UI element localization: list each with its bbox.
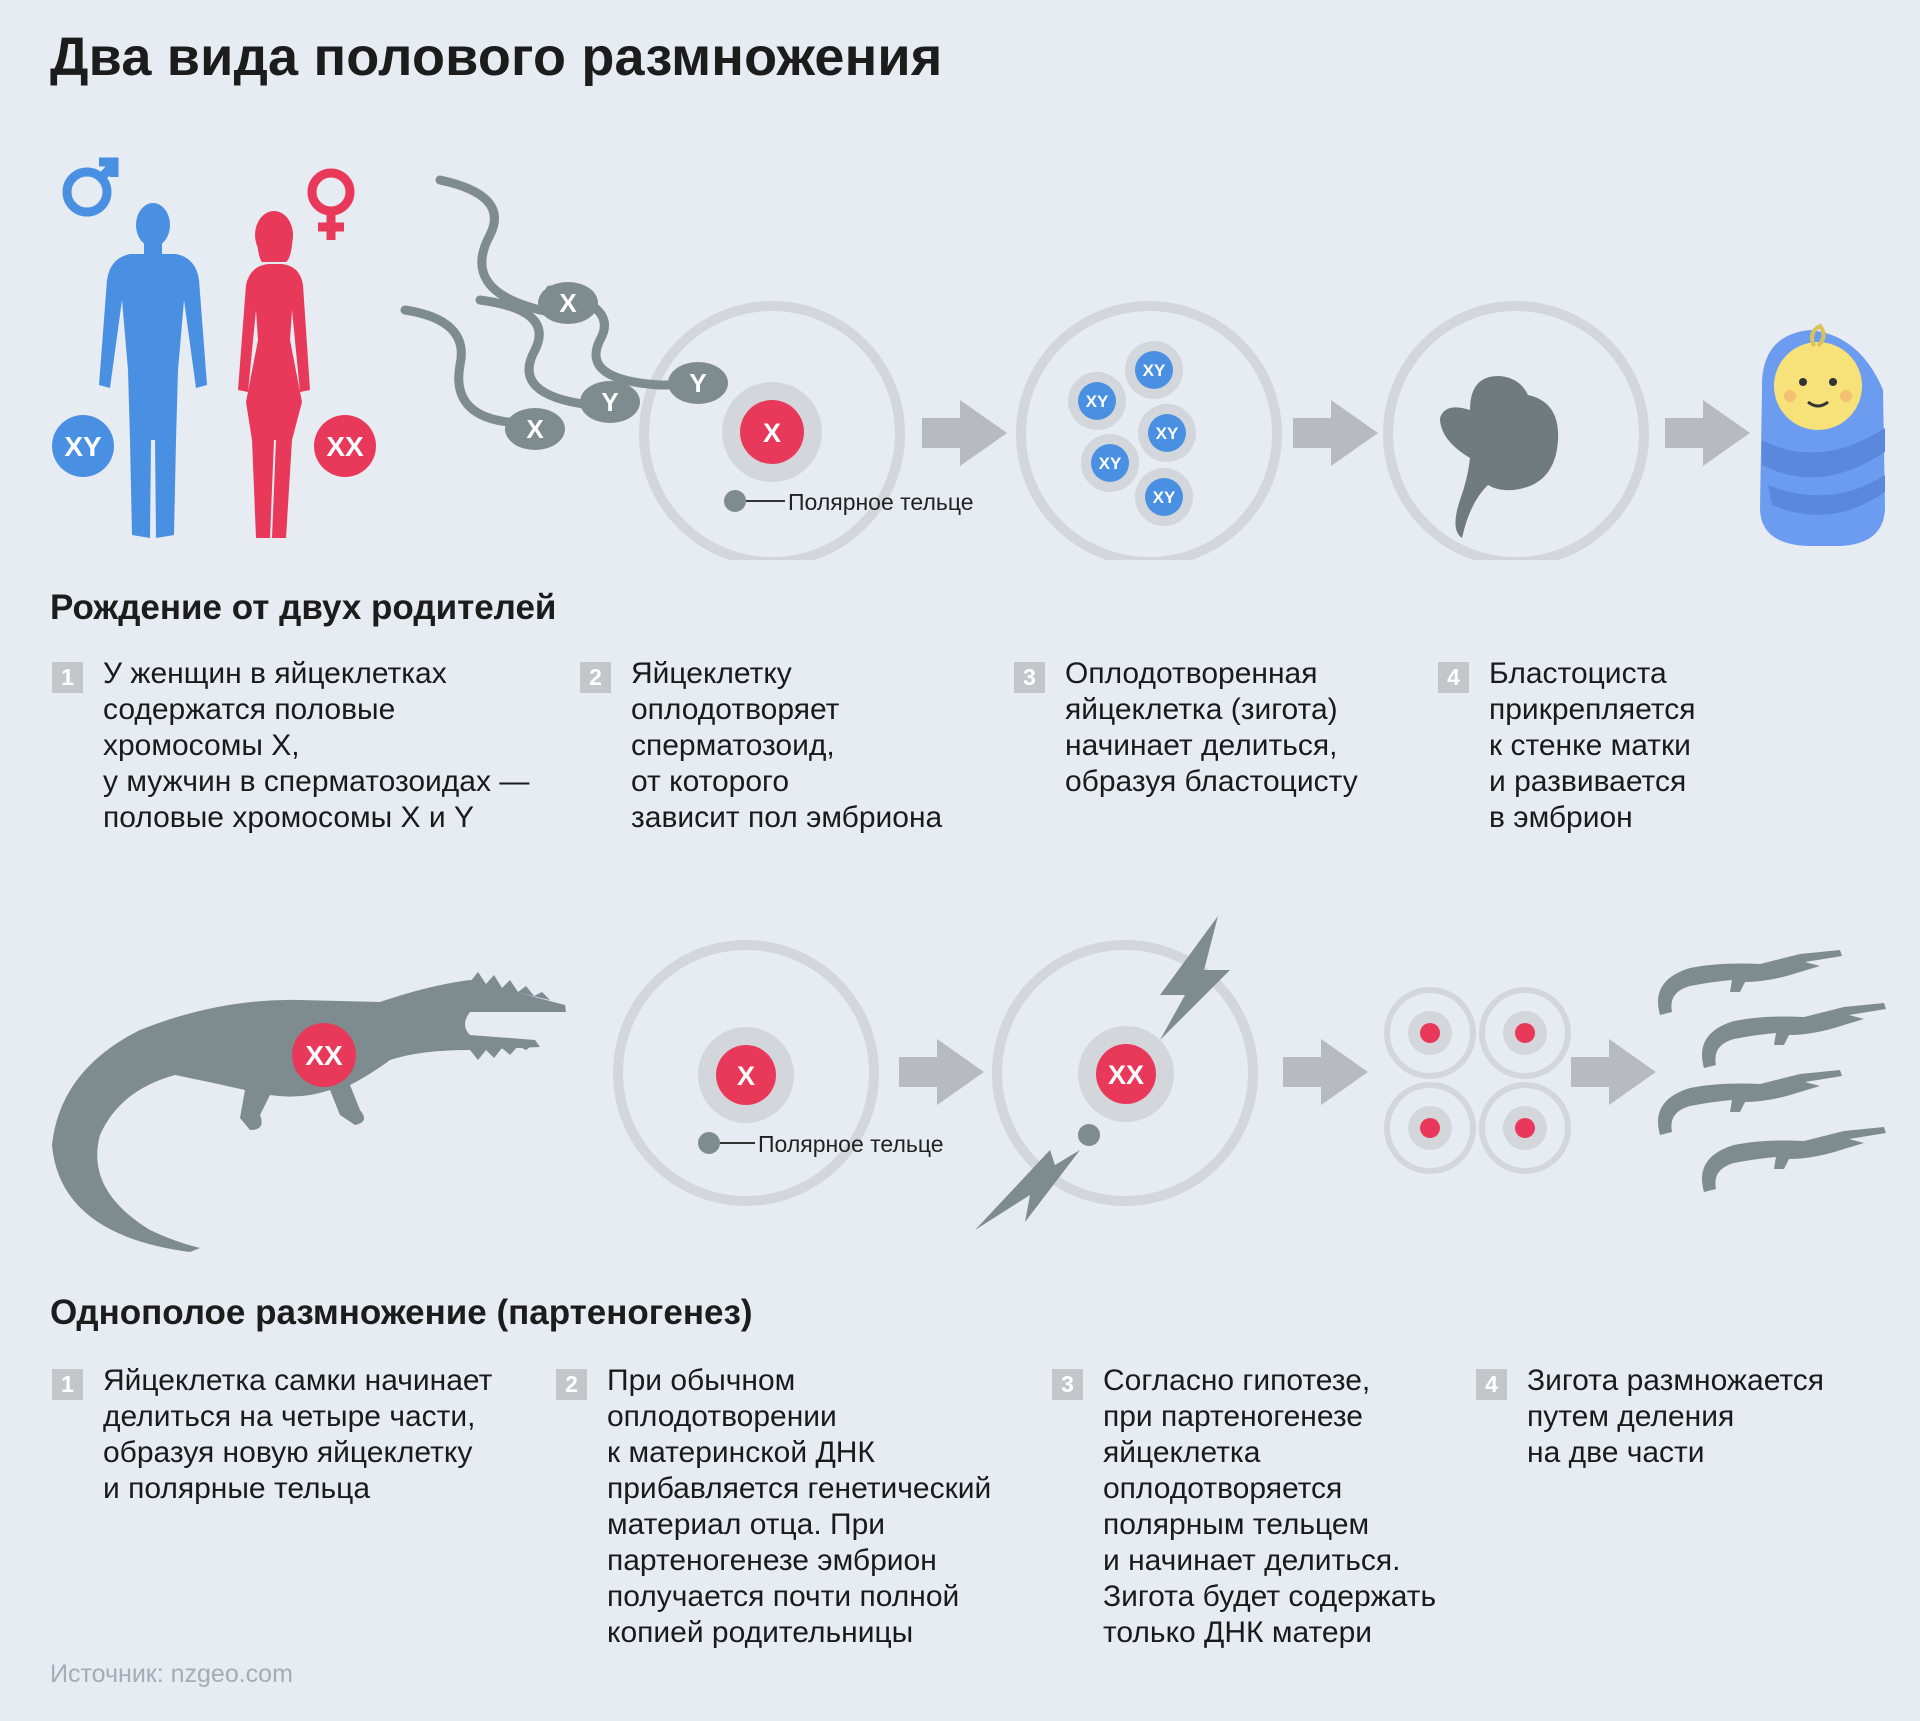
section2-step-3: 3 Согласно гипотезе, при партеногенезе я…	[1052, 1363, 1436, 1651]
two-parent-illustration: XY XX X X Y Y X Полярное тельце	[52, 157, 1885, 560]
svg-text:XY: XY	[1156, 424, 1179, 443]
step-number: 2	[556, 1369, 587, 1400]
section2-step-1: 1 Яйцеклетка самки начинает делиться на …	[52, 1363, 492, 1507]
activated-egg-ring	[992, 940, 1258, 1206]
step-text: Яйцеклетку оплодотворяет сперматозоид, о…	[631, 657, 943, 834]
svg-text:X: X	[763, 418, 781, 448]
source-credit: Источник: nzgeo.com	[50, 1660, 293, 1688]
polar-body-dot	[1078, 1124, 1100, 1146]
svg-text:XY: XY	[64, 431, 102, 462]
sperm-x-2: X	[505, 408, 565, 450]
step-text: Согласно гипотезе, при партеногенезе яйц…	[1103, 1364, 1437, 1649]
svg-text:X: X	[559, 288, 577, 318]
section2-heading: Однополое размножение (партеногенез)	[50, 1293, 753, 1332]
section1-heading: Рождение от двух родителей	[50, 588, 557, 627]
polar-body-1: Полярное тельце	[724, 489, 974, 515]
step-number: 1	[52, 1369, 83, 1400]
embryo-icon	[1440, 375, 1559, 538]
section1-step-1: 1 У женщин в яйцеклетках содержатся поло…	[52, 656, 529, 836]
arrow-right-icon	[899, 1039, 984, 1105]
step-text: При обычном оплодотворении к материнской…	[607, 1364, 992, 1649]
sperm-y-1: Y	[580, 381, 640, 423]
svg-text:XY: XY	[1153, 488, 1176, 507]
female-xx-badge: XX	[314, 415, 376, 477]
svg-text:Полярное тельце: Полярное тельце	[788, 489, 974, 515]
svg-text:XY: XY	[1086, 392, 1109, 411]
svg-text:X: X	[526, 414, 544, 444]
svg-text:Y: Y	[689, 368, 706, 398]
section1-step-3: 3 Оплодотворенная яйцеклетка (зигота) на…	[1014, 656, 1358, 800]
step-number: 4	[1476, 1369, 1507, 1400]
sperm-heads: X X Y Y	[505, 282, 728, 450]
man-silhouette	[99, 203, 207, 538]
step-text: Оплодотворенная яйцеклетка (зигота) начи…	[1065, 657, 1358, 798]
step-text: Яйцеклетка самки начинает делиться на че…	[103, 1364, 493, 1505]
arrow-right-icon	[1293, 400, 1378, 466]
blastocyst-cells: XY XY XY XY XY	[1068, 341, 1196, 526]
step-text: Зигота размножается путем деления на две…	[1527, 1364, 1825, 1469]
step-number: 4	[1438, 662, 1469, 693]
step-number: 1	[52, 662, 83, 693]
lightning-icon	[975, 1150, 1080, 1230]
parthenogenesis-illustration: XX X Полярное тельце XX	[52, 916, 1886, 1252]
page-title: Два вида полового размножения	[50, 27, 943, 87]
woman-silhouette	[238, 211, 310, 538]
svg-text:XX: XX	[305, 1040, 343, 1071]
sperm-y-2: Y	[668, 362, 728, 404]
svg-text:XX: XX	[326, 431, 364, 462]
zygote-xx: XX	[1078, 1026, 1174, 1122]
crocodile-icon	[52, 972, 566, 1252]
svg-text:XY: XY	[1099, 454, 1122, 473]
step-text: Бластоциста прикрепляется к стенке матки…	[1489, 657, 1696, 834]
egg-ring	[639, 301, 905, 560]
male-symbol-icon	[62, 157, 119, 217]
section2-step-2: 2 При обычном оплодотворении к материнск…	[556, 1363, 991, 1651]
sperm-x-1: X	[538, 282, 598, 324]
step-number: 2	[580, 662, 611, 693]
svg-text:XX: XX	[1108, 1060, 1144, 1090]
arrow-right-icon	[1665, 400, 1750, 466]
dividing-cells	[1384, 987, 1571, 1174]
svg-text:X: X	[737, 1061, 755, 1091]
polar-body-2: Полярное тельце	[698, 1131, 944, 1157]
sperm-group	[400, 175, 675, 428]
male-xy-badge: XY	[52, 415, 114, 477]
section2-step-4: 4 Зигота размножается путем деления на д…	[1476, 1363, 1824, 1471]
egg-nucleus-x: X	[722, 382, 822, 482]
step-text: У женщин в яйцеклетках содержатся половы…	[103, 657, 530, 834]
svg-text:Y: Y	[601, 387, 618, 417]
female-symbol-icon	[307, 168, 355, 240]
section1-step-4: 4 Бластоциста прикрепляется к стенке мат…	[1438, 656, 1696, 836]
baby-icon	[1760, 323, 1885, 546]
arrow-right-icon	[1283, 1039, 1368, 1105]
zygote-ring	[1016, 301, 1282, 560]
step-number: 3	[1014, 662, 1045, 693]
egg-ring	[613, 940, 879, 1206]
egg-nucleus-x: X	[698, 1027, 794, 1123]
arrow-right-icon	[1571, 1039, 1656, 1105]
arrow-right-icon	[922, 400, 1007, 466]
svg-text:XY: XY	[1143, 361, 1166, 380]
svg-text:Полярное тельце: Полярное тельце	[758, 1131, 944, 1157]
lightning-icon	[1160, 916, 1230, 1040]
baby-crocodiles-icon	[1658, 950, 1886, 1192]
section1-step-2: 2 Яйцеклетку оплодотворяет сперматозоид,…	[580, 656, 942, 836]
embryo-ring	[1383, 301, 1649, 560]
crocodile-xx-badge: XX	[292, 1023, 356, 1087]
step-number: 3	[1052, 1369, 1083, 1400]
